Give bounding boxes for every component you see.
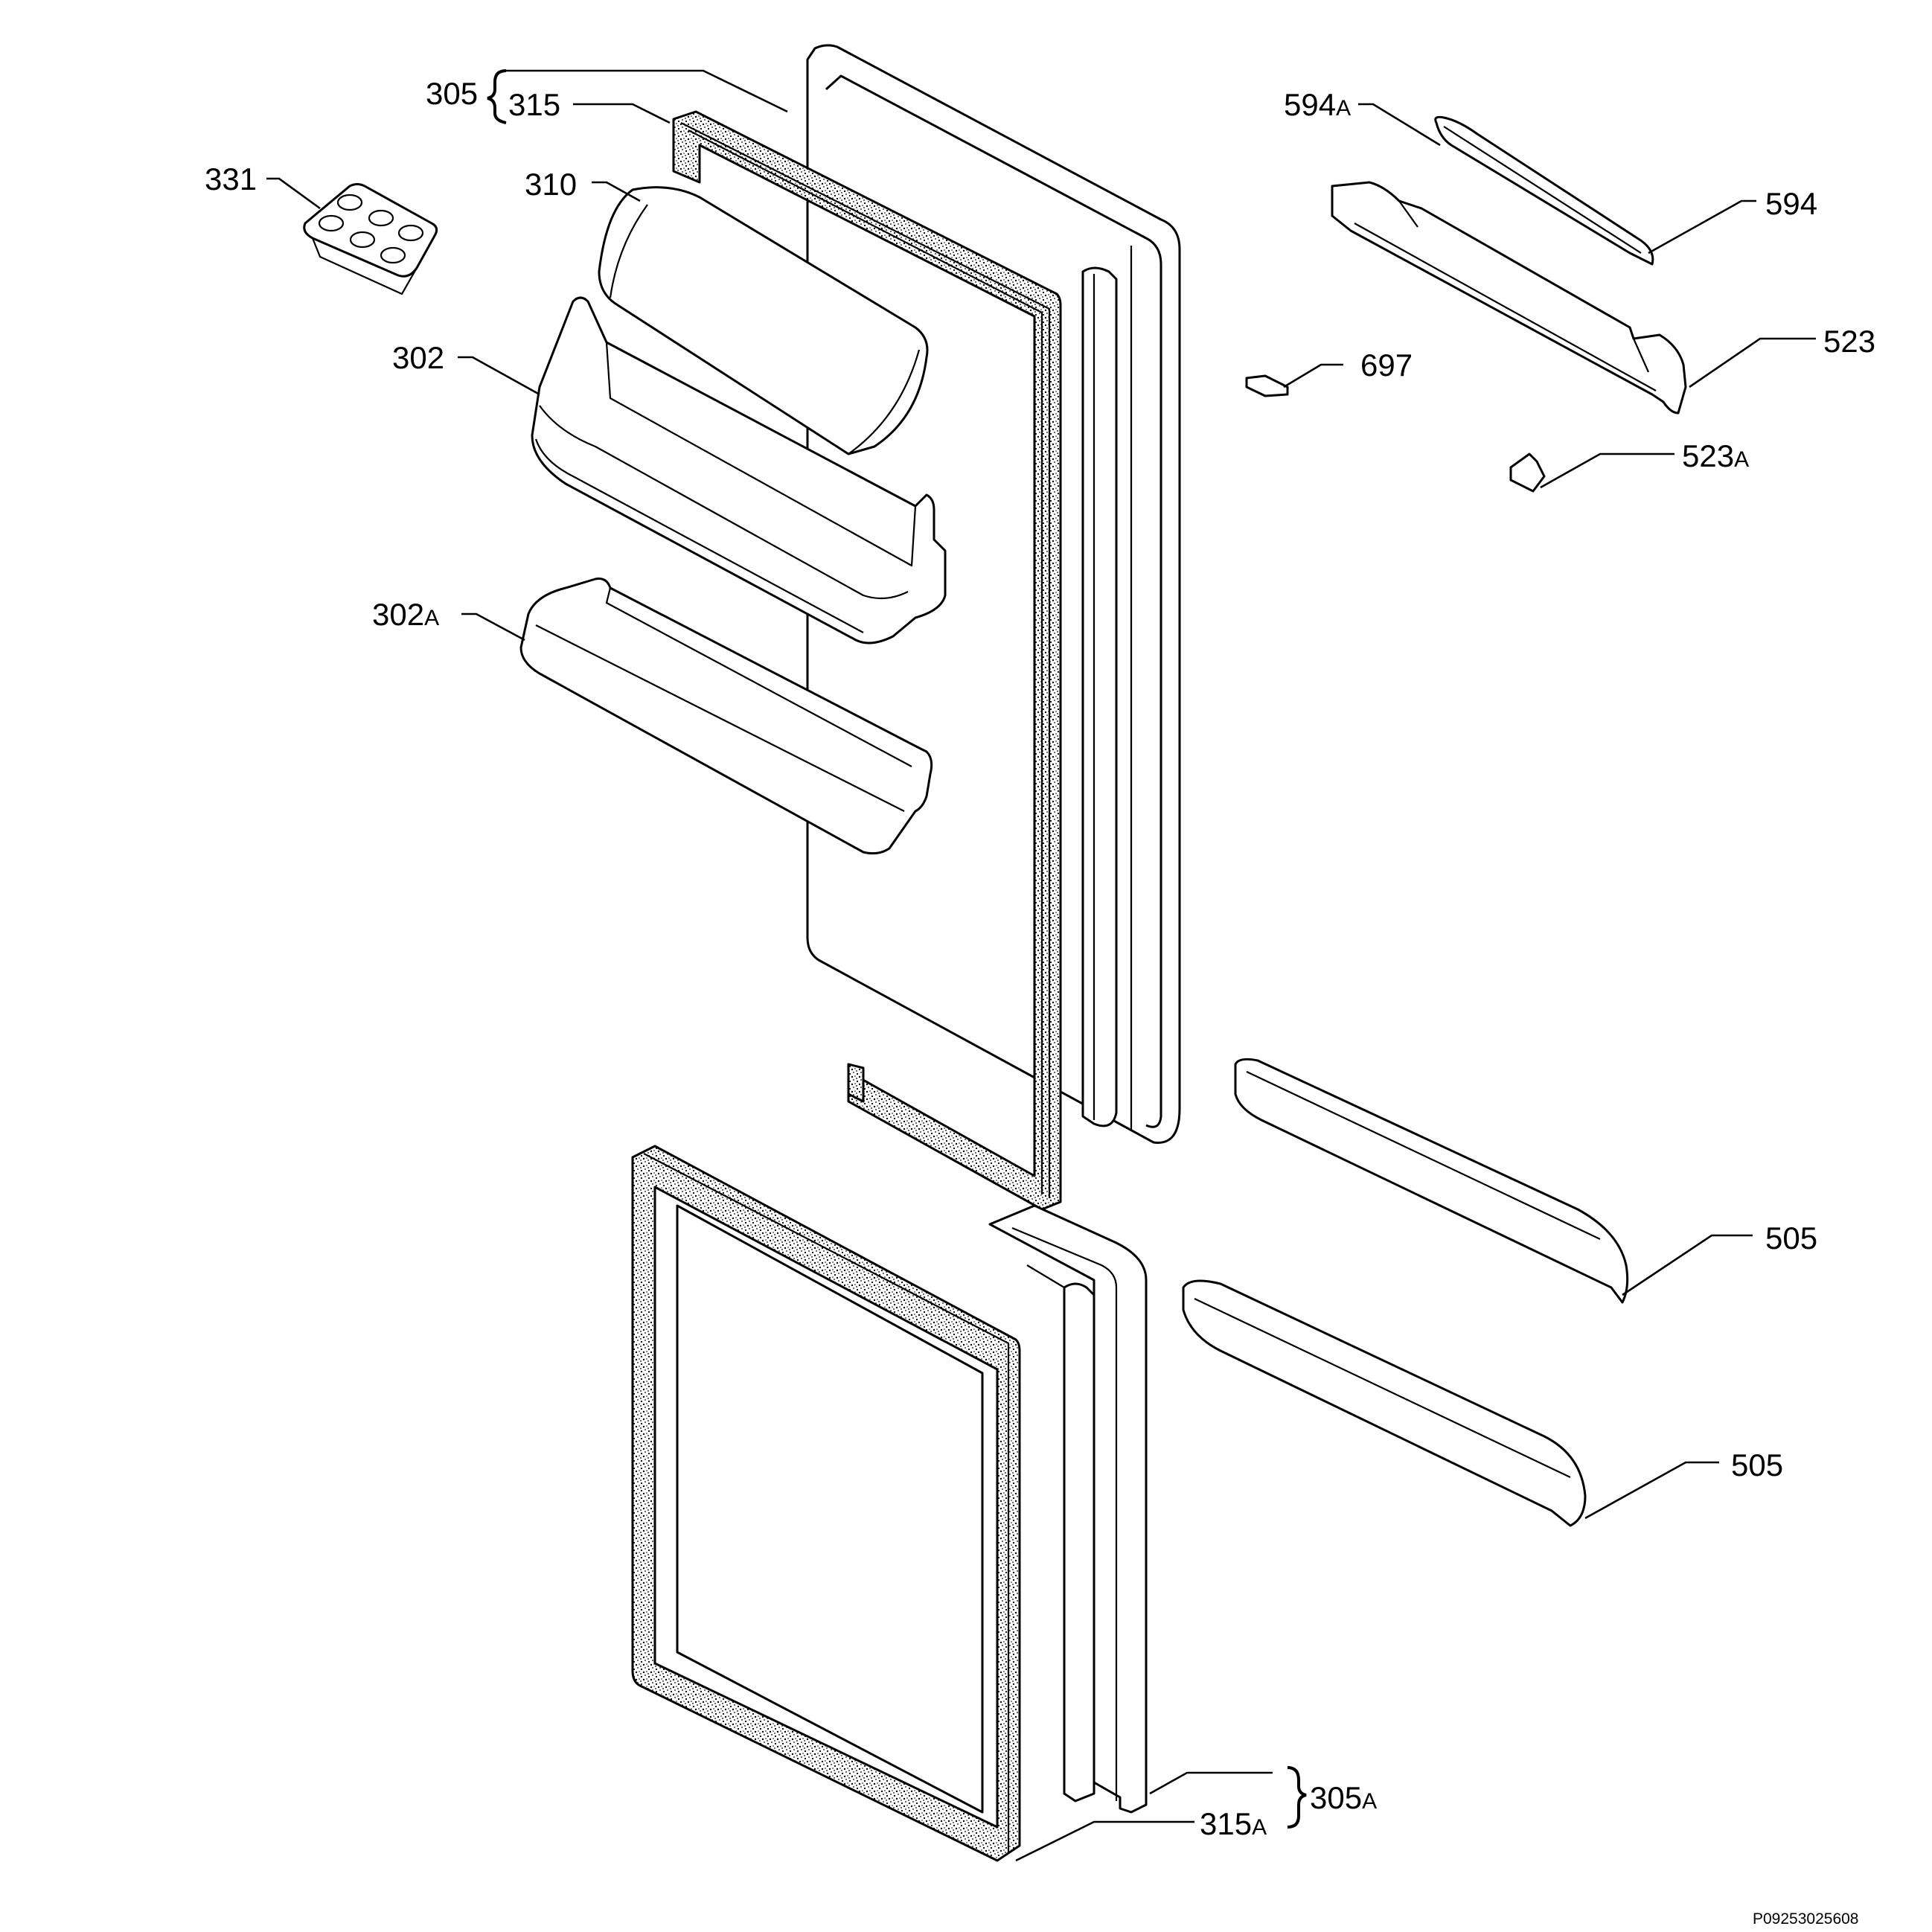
shelf-rail-lower	[1182, 1279, 1587, 1527]
handle-cap-594a	[1434, 115, 1654, 266]
door-shelf-large	[531, 296, 947, 644]
label-505-lower: 505	[1731, 1448, 1783, 1482]
label-315a: 315A	[1200, 1806, 1267, 1841]
label-305: 305	[426, 76, 478, 111]
hinge-clip-697	[1245, 374, 1289, 397]
lower-door-gasket	[631, 1145, 1021, 1862]
label-697: 697	[1360, 348, 1413, 383]
egg-tray	[303, 183, 438, 295]
door-handle-523	[1331, 181, 1687, 415]
upper-door-gasket	[672, 110, 1062, 1211]
label-505-upper: 505	[1765, 1221, 1817, 1256]
label-302: 302	[392, 340, 444, 375]
door-shelf-small	[519, 578, 933, 855]
drawing-code: P09253025608	[1753, 1910, 1858, 1928]
label-594a: 594A	[1284, 87, 1351, 122]
shelf-rail-upper	[1234, 1058, 1629, 1304]
label-331: 331	[205, 161, 257, 196]
label-310: 310	[525, 167, 577, 202]
label-315: 315	[508, 87, 560, 122]
label-523a: 523A	[1682, 438, 1749, 473]
label-594: 594	[1765, 186, 1817, 221]
label-302a: 302A	[372, 597, 439, 632]
handle-clip-523a	[1509, 452, 1546, 493]
part-labels: 305 315 331 310 302 302A 594A 594 697 52…	[205, 76, 1875, 1928]
lower-door-panel	[988, 1204, 1148, 1814]
leader-lines	[266, 69, 1816, 1862]
butter-compartment-cover	[598, 186, 929, 455]
label-305a: 305A	[1310, 1780, 1377, 1815]
label-523: 523	[1823, 324, 1875, 359]
